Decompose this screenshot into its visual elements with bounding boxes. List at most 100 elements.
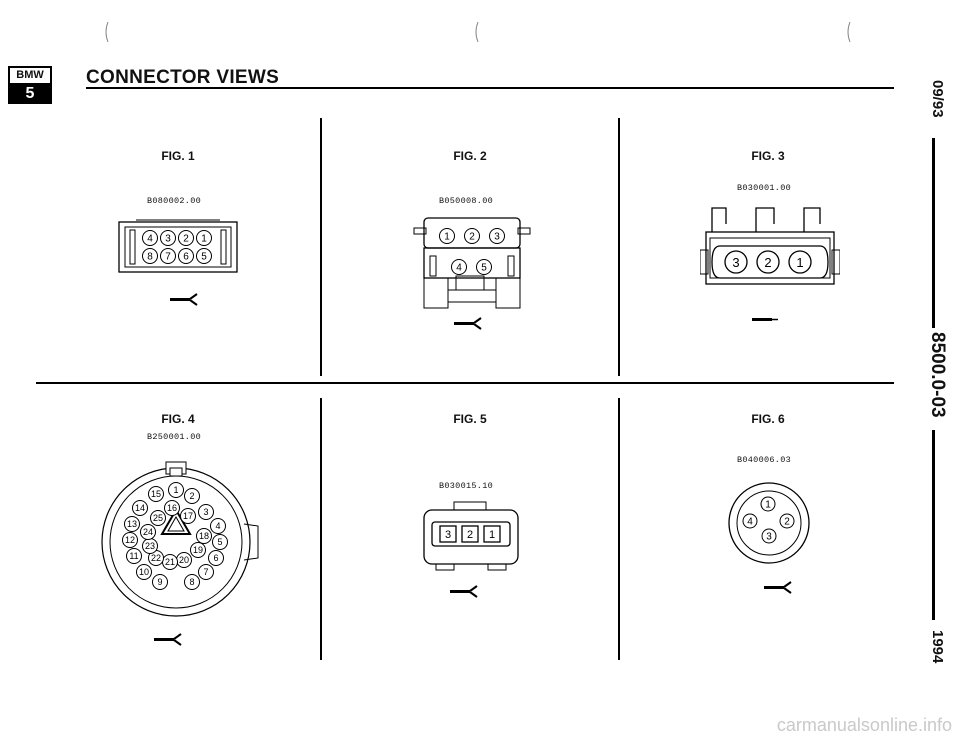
- pin-label: 1: [765, 500, 771, 511]
- pin-label: 21: [165, 557, 175, 567]
- figure-4-pin-grid: 1234567891011121314151617181920212223242…: [122, 482, 228, 590]
- figure-2-code: B050008.00: [438, 196, 493, 206]
- figure-5-pin-grid: 3 2 1: [439, 525, 501, 543]
- pin: 8: [184, 574, 200, 590]
- pin-label: 16: [167, 503, 177, 513]
- pin: 12: [122, 532, 138, 548]
- pin-label: 10: [139, 567, 149, 577]
- figure-3-label: FIG. 3: [751, 149, 785, 163]
- pin-label: 7: [203, 567, 208, 577]
- pin: 10: [136, 564, 152, 580]
- figure-6-code: B040006.03: [736, 455, 791, 465]
- figure-1-code: B080002.00: [146, 196, 201, 206]
- pin: 24: [140, 524, 156, 540]
- pin-label: 2: [467, 529, 473, 541]
- pin: 15: [148, 486, 164, 502]
- pin-label: 6: [213, 553, 218, 563]
- pin-label: 17: [183, 511, 193, 521]
- figure-4-label: FIG. 4: [161, 412, 195, 426]
- figure-5-code: B030015.10: [438, 481, 493, 491]
- column-rule-right-bottom: [618, 398, 620, 660]
- column-rule-left-bottom: [320, 398, 322, 660]
- pin-label: 3: [203, 507, 208, 517]
- figure-1-label: FIG. 1: [161, 149, 195, 163]
- pin-label: 23: [145, 541, 155, 551]
- figure-1-pin-grid: 4 3 2 1 8 7 6 5: [142, 230, 212, 264]
- pin-label: 2: [764, 255, 771, 270]
- page-title: CONNECTOR VIEWS: [86, 67, 280, 88]
- pin: 13: [124, 516, 140, 532]
- sidebar-rule-1: [932, 138, 935, 328]
- figure-5-view-arrow-icon: [450, 585, 478, 598]
- pin-label: 18: [199, 531, 209, 541]
- figure-2-view-arrow-icon: [454, 317, 482, 330]
- pin-label: 24: [143, 527, 153, 537]
- pin-label: 25: [153, 513, 163, 523]
- pin-label: 2: [469, 232, 475, 243]
- pin-label: 1: [444, 232, 450, 243]
- sidebar-doc-number: 8500.0-03: [927, 332, 948, 418]
- figure-3-code: B030001.00: [736, 183, 791, 193]
- pin-label: 3: [494, 232, 500, 243]
- logo-series-number: 5: [10, 85, 50, 102]
- pin-label: 19: [193, 545, 203, 555]
- column-rule-left-top: [320, 118, 322, 376]
- sidebar-rule-2: [932, 430, 935, 620]
- pin-label: 9: [157, 577, 162, 587]
- pin: 11: [126, 548, 142, 564]
- figure-6-pin-grid: 1 2 3 4: [742, 496, 795, 544]
- sidebar-year: 1994: [929, 630, 946, 664]
- pin-label: 2: [784, 517, 790, 528]
- pin-label: 3: [732, 255, 739, 270]
- pin-label: 2: [183, 234, 189, 245]
- pin-label: 1: [173, 485, 178, 495]
- pin-label: 11: [129, 551, 138, 561]
- pin: 2: [184, 488, 200, 504]
- pin-label: 3: [445, 529, 451, 541]
- figure-2-connector: 1 2 3 4 5: [413, 217, 531, 309]
- pin-label: 4: [215, 521, 220, 531]
- pin: 4: [210, 518, 226, 534]
- figure-4-connector: 1234567891011121314151617181920212223242…: [101, 461, 259, 617]
- middle-rule: [36, 382, 894, 384]
- column-rule-right-top: [618, 118, 620, 376]
- pin-label: 1: [201, 234, 207, 245]
- pin: 16: [164, 500, 180, 516]
- figure-3-pin-grid: 3 2 1: [724, 250, 812, 274]
- figure-4-code: B250001.00: [146, 432, 201, 442]
- pin-label: 4: [456, 263, 462, 274]
- figure-5-connector: 3 2 1: [423, 501, 519, 571]
- pin-label: 1: [489, 529, 495, 541]
- pin: 3: [198, 504, 214, 520]
- pin-label: 5: [481, 263, 487, 274]
- pin: 23: [142, 538, 158, 554]
- pin: 9: [152, 574, 168, 590]
- pin-label: 20: [179, 555, 189, 565]
- pin-label: 2: [189, 491, 194, 501]
- figure-3-view-arrow-icon: [752, 318, 778, 321]
- pin-label: 1: [796, 255, 803, 270]
- figure-6-label: FIG. 6: [751, 412, 785, 426]
- pin-label: 22: [151, 553, 161, 563]
- pin-label: 4: [147, 234, 153, 245]
- pin: 5: [212, 534, 228, 550]
- pin-label: 12: [125, 535, 135, 545]
- pin: 20: [176, 552, 192, 568]
- pin: 6: [208, 550, 224, 566]
- pin-label: 8: [147, 252, 153, 263]
- pin-label: 15: [151, 489, 161, 499]
- pin-label: 5: [201, 252, 207, 263]
- pin-label: 8: [189, 577, 194, 587]
- figure-4-view-arrow-icon: [154, 633, 182, 646]
- pin: 14: [132, 500, 148, 516]
- pin-label: 5: [217, 537, 222, 547]
- pin-label: 13: [127, 519, 137, 529]
- figure-6-connector: 1 2 3 4: [728, 482, 810, 564]
- figure-1-view-arrow-icon: [170, 293, 198, 306]
- header-rule: [86, 87, 894, 89]
- pin-label: 3: [766, 532, 772, 543]
- bmw-5-series-logo: BMW 5: [8, 66, 52, 104]
- figure-2-pin-grid: 1 2 3 4 5: [439, 228, 505, 275]
- pin: 18: [196, 528, 212, 544]
- figure-6-view-arrow-icon: [764, 581, 792, 594]
